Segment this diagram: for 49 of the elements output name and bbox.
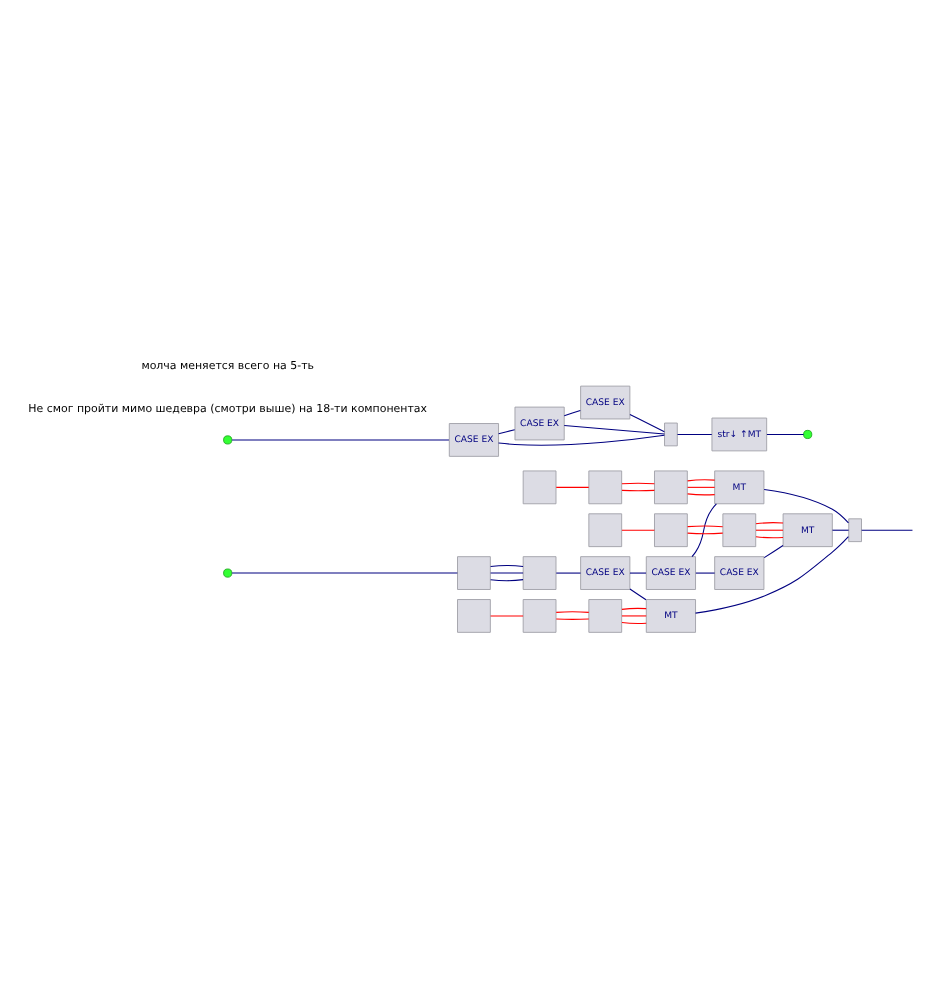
connector <box>621 607 647 610</box>
connector <box>629 588 647 601</box>
connector <box>861 529 913 531</box>
connector <box>555 611 590 613</box>
connector <box>490 565 524 568</box>
node-box <box>588 513 623 548</box>
connector <box>687 525 724 528</box>
connector <box>629 413 665 433</box>
node-box <box>522 470 557 505</box>
connector <box>755 522 784 525</box>
connector <box>687 532 724 535</box>
connector <box>687 486 716 488</box>
node-box <box>457 556 491 590</box>
connector <box>687 493 716 496</box>
connector <box>755 536 784 539</box>
connector <box>621 489 655 492</box>
node-circle <box>223 568 233 578</box>
connector <box>755 529 784 531</box>
connector <box>563 409 581 417</box>
node-box <box>588 470 623 505</box>
node-box <box>522 599 557 633</box>
node-box <box>722 513 757 548</box>
connector <box>621 622 647 624</box>
connector <box>687 479 716 482</box>
connector <box>555 486 590 488</box>
node-circle <box>223 435 233 445</box>
connector <box>563 424 665 435</box>
connector <box>763 489 849 524</box>
connector <box>498 434 665 446</box>
connector <box>629 572 647 574</box>
node-box <box>654 470 688 505</box>
connector <box>676 433 713 435</box>
node-box <box>522 556 557 590</box>
connector <box>691 503 717 558</box>
connector <box>621 482 655 485</box>
node-bar <box>848 518 862 543</box>
node-box <box>654 513 688 548</box>
connector <box>621 529 655 531</box>
connector <box>490 579 524 582</box>
connector <box>831 529 850 531</box>
connector <box>695 536 849 614</box>
node-box <box>588 599 623 633</box>
connector <box>498 429 516 435</box>
connector <box>763 545 784 559</box>
node-circle <box>803 429 813 439</box>
connector <box>555 618 590 620</box>
connector <box>766 433 805 435</box>
node-bar <box>664 422 678 447</box>
node-box <box>457 599 491 633</box>
